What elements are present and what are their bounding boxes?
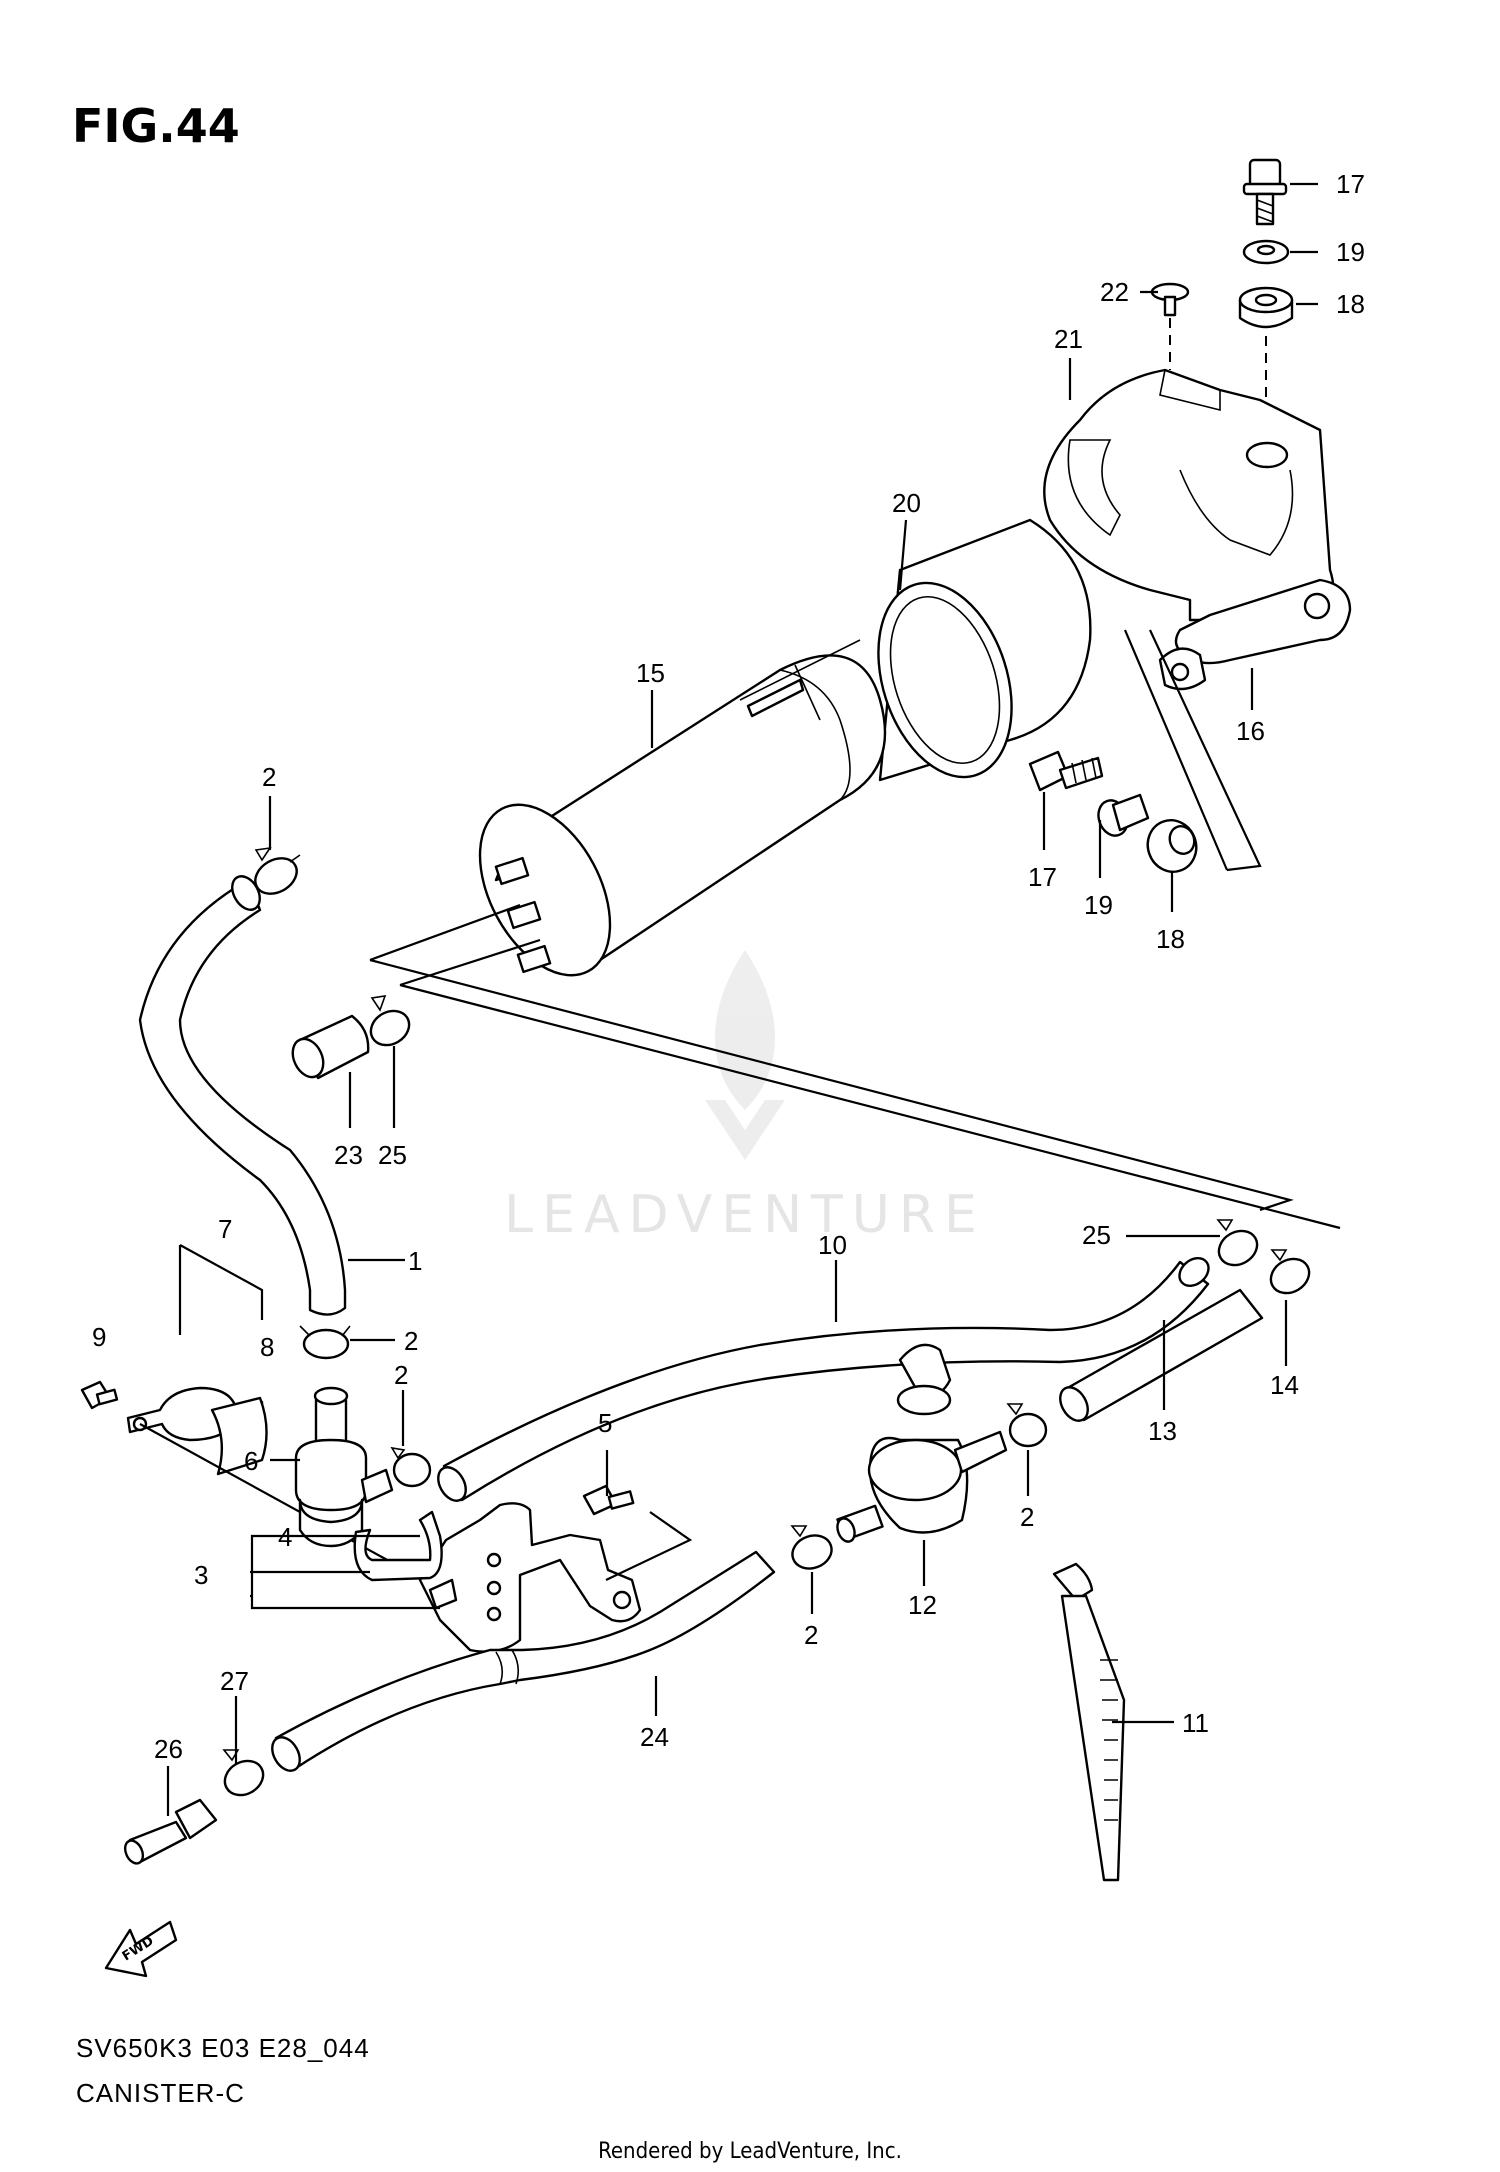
- clamp-14[interactable]: [1265, 1249, 1316, 1300]
- watermark: LEADVENTURE: [504, 950, 986, 1245]
- watermark-text: LEADVENTURE: [504, 1185, 986, 1245]
- callout-20[interactable]: 20: [892, 488, 921, 518]
- clamp-25-upper[interactable]: [365, 995, 416, 1052]
- watermark-flame-logo: [715, 950, 775, 1110]
- callout-10[interactable]: 10: [818, 1230, 847, 1260]
- hose-24[interactable]: [267, 1550, 776, 1776]
- callout-24[interactable]: 24: [640, 1722, 669, 1752]
- callout-2-near-valve[interactable]: 2: [394, 1360, 408, 1390]
- bolt-5[interactable]: [582, 1484, 635, 1516]
- callout-18-top[interactable]: 18: [1336, 289, 1365, 319]
- clamp-2-mid[interactable]: [299, 1325, 351, 1360]
- rubber-band-20[interactable]: [855, 518, 1092, 794]
- canister-15[interactable]: [453, 639, 887, 997]
- clamp-2-top-left[interactable]: [249, 846, 303, 901]
- hose-10[interactable]: [433, 1253, 1214, 1506]
- callout-19-top[interactable]: 19: [1336, 237, 1365, 267]
- callout-12[interactable]: 12: [908, 1590, 937, 1620]
- clamp-25-right[interactable]: [1213, 1219, 1264, 1272]
- model-code: SV650K3 E03 E28_044: [76, 2033, 370, 2063]
- callout-2-mid[interactable]: 2: [404, 1326, 418, 1356]
- clamp-2-right[interactable]: [1006, 1403, 1048, 1448]
- forward-arrow-icon: FWD: [104, 1920, 178, 1978]
- callout-16[interactable]: 16: [1236, 716, 1265, 746]
- washer-19-top[interactable]: [1242, 239, 1290, 265]
- callout-2-lower[interactable]: 2: [804, 1620, 818, 1650]
- callout-19-lower[interactable]: 19: [1084, 890, 1113, 920]
- check-valve-6[interactable]: [294, 1386, 394, 1548]
- callout-2-right[interactable]: 2: [1020, 1502, 1034, 1532]
- clamp-2-lower[interactable]: [788, 1525, 837, 1574]
- grommet-18-lower[interactable]: [1141, 813, 1204, 878]
- collar-19-lower[interactable]: [1094, 793, 1150, 840]
- cap-23[interactable]: [287, 1014, 370, 1082]
- screw-22[interactable]: [1150, 282, 1190, 317]
- bolt-9[interactable]: [80, 1380, 119, 1410]
- callout-17-lower[interactable]: 17: [1028, 862, 1057, 892]
- joint-26[interactable]: [122, 1798, 218, 1866]
- callout-9[interactable]: 9: [92, 1322, 106, 1352]
- callout-25-right[interactable]: 25: [1082, 1220, 1111, 1250]
- clamp-27[interactable]: [219, 1749, 270, 1802]
- callout-1[interactable]: 1: [408, 1246, 422, 1276]
- callout-17-top[interactable]: 17: [1336, 169, 1365, 199]
- watermark-v-logo: [705, 1100, 785, 1160]
- callout-4[interactable]: 4: [278, 1522, 292, 1552]
- callout-11[interactable]: 11: [1182, 1708, 1209, 1738]
- callout-6[interactable]: 6: [244, 1446, 258, 1476]
- grommet-18-top[interactable]: [1238, 286, 1294, 329]
- callout-7[interactable]: 7: [218, 1214, 232, 1244]
- leader-lines: [166, 182, 1318, 1816]
- callout-5[interactable]: 5: [598, 1408, 612, 1438]
- callout-labels: 17 19 18 22 21 20 15 16 17 19 18 2 23 25…: [92, 169, 1365, 1764]
- callout-8[interactable]: 8: [260, 1332, 274, 1362]
- callout-14[interactable]: 14: [1270, 1370, 1299, 1400]
- section-name: CANISTER-C: [76, 2078, 245, 2108]
- callout-23[interactable]: 23: [334, 1140, 363, 1170]
- clamp-4[interactable]: [353, 1510, 443, 1582]
- roll-valve-12[interactable]: [834, 1343, 1008, 1544]
- bolt-17-top[interactable]: [1242, 158, 1288, 226]
- bolt-17-lower[interactable]: [1028, 750, 1104, 792]
- callout-27[interactable]: 27: [220, 1666, 249, 1696]
- callout-18-lower[interactable]: 18: [1156, 924, 1185, 954]
- callout-25-upper[interactable]: 25: [378, 1140, 407, 1170]
- cable-tie-11[interactable]: [1052, 1562, 1126, 1882]
- clamp-8[interactable]: [210, 1396, 268, 1476]
- hose-1[interactable]: [138, 871, 347, 1316]
- callout-22[interactable]: 22: [1100, 277, 1129, 307]
- render-credit: Rendered by LeadVenture, Inc.: [598, 2139, 902, 2164]
- callout-3[interactable]: 3: [194, 1560, 208, 1590]
- figure-title: FIG.44: [72, 99, 240, 153]
- callout-15[interactable]: 15: [636, 658, 665, 688]
- callout-2-top-left[interactable]: 2: [262, 762, 276, 792]
- callout-21[interactable]: 21: [1054, 324, 1083, 354]
- bracket-3[interactable]: [418, 1502, 642, 1653]
- callout-13[interactable]: 13: [1148, 1416, 1177, 1446]
- mount-bracket-16[interactable]: [1158, 578, 1352, 691]
- canister-bracket-21[interactable]: [1043, 368, 1335, 622]
- callout-26[interactable]: 26: [154, 1734, 183, 1764]
- clamp-2-near-valve[interactable]: [390, 1446, 432, 1488]
